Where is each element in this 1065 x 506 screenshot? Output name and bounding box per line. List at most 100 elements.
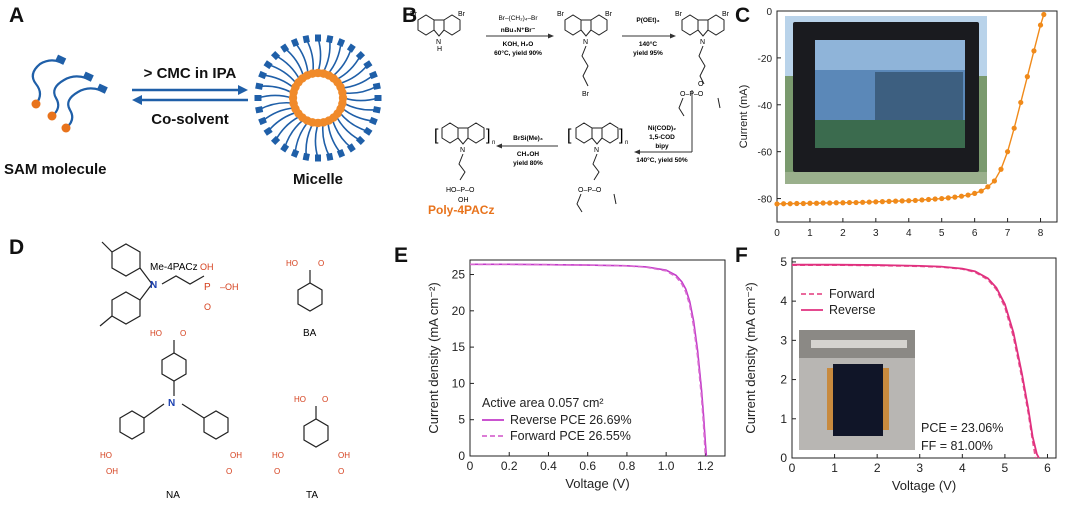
sam-molecules-icon bbox=[31, 54, 108, 133]
iv-data-point bbox=[846, 199, 853, 206]
x-tick-label: 3 bbox=[916, 461, 923, 475]
micelle-icon bbox=[254, 34, 382, 162]
svg-text:O–P–O: O–P–O bbox=[578, 187, 602, 194]
iv-data-point bbox=[840, 200, 846, 206]
svg-text:O: O bbox=[338, 467, 344, 476]
x-tick-label: 1.2 bbox=[697, 459, 714, 473]
reagent2-top: P(OEt)₃ bbox=[636, 17, 659, 24]
series-line-reverse bbox=[470, 263, 708, 457]
y-tick-label: 3 bbox=[780, 333, 787, 347]
x-tick-label: 7 bbox=[1005, 228, 1011, 236]
reagent3-c: bipy bbox=[655, 143, 669, 150]
x-tick-label: 1.0 bbox=[658, 459, 675, 473]
module-photo-icon bbox=[785, 16, 987, 184]
iv-data-point bbox=[787, 201, 793, 207]
svg-text:HO: HO bbox=[150, 329, 162, 338]
svg-text:HO: HO bbox=[286, 259, 298, 268]
iv-data-point bbox=[906, 198, 912, 204]
iv-data-point bbox=[879, 199, 886, 205]
svg-text:Br: Br bbox=[675, 11, 683, 18]
ta-label: TA bbox=[306, 490, 318, 501]
iv-data-point bbox=[1037, 22, 1044, 28]
svg-text:Br: Br bbox=[557, 11, 565, 18]
svg-text:]: ] bbox=[619, 127, 623, 144]
polymer-ester-structure: [ ]n N O–P–O bbox=[567, 122, 628, 213]
reagent1-top: Br–(CH₂)₄–Br bbox=[498, 15, 538, 22]
y-tick-label: -20 bbox=[758, 54, 773, 65]
svg-text:O: O bbox=[322, 395, 328, 404]
arrow-bottom-label: Co-solvent bbox=[151, 111, 229, 128]
svg-text:OH: OH bbox=[230, 451, 242, 460]
svg-text:n: n bbox=[492, 140, 495, 146]
svg-text:n: n bbox=[625, 140, 628, 146]
active-area-annotation: Active area 0.057 cm² bbox=[482, 396, 604, 410]
reagent4-c: yield 80% bbox=[513, 160, 543, 167]
x-tick-label: 5 bbox=[939, 228, 945, 236]
y-tick-label: 20 bbox=[452, 304, 466, 318]
svg-text:OH: OH bbox=[200, 262, 214, 272]
iv-data-point bbox=[952, 194, 958, 200]
ff-annotation: FF = 81.00% bbox=[921, 439, 993, 453]
iv-data-point bbox=[985, 184, 991, 190]
y-axis-label: Current density (mA cm⁻²) bbox=[743, 282, 758, 433]
iv-data-point bbox=[1031, 48, 1037, 54]
x-axis-label: Voltage (V) bbox=[565, 476, 629, 491]
y-tick-label: 10 bbox=[452, 376, 466, 390]
svg-text:HO: HO bbox=[272, 451, 284, 460]
panel-label-b: B bbox=[402, 4, 418, 27]
iv-data-point bbox=[932, 196, 938, 202]
y-tick-label: -80 bbox=[758, 195, 773, 206]
svg-text:O: O bbox=[180, 329, 186, 338]
iv-data-point bbox=[873, 199, 879, 205]
x-tick-label: 2 bbox=[840, 228, 846, 236]
reagent2-cond: 140°C bbox=[639, 40, 657, 48]
iv-data-point bbox=[939, 195, 945, 202]
y-axis-label: Current (mA) bbox=[738, 85, 750, 149]
iv-data-point bbox=[978, 188, 984, 194]
product-label: Poly-4PACz bbox=[428, 203, 494, 217]
y-tick-label: 4 bbox=[780, 294, 787, 308]
svg-text:O: O bbox=[274, 467, 280, 476]
iv-data-point bbox=[820, 200, 826, 206]
x-tick-label: 1 bbox=[807, 228, 813, 236]
svg-text:H: H bbox=[437, 46, 442, 53]
y-tick-label: 5 bbox=[458, 413, 465, 427]
svg-text:Br: Br bbox=[722, 11, 730, 18]
sam-molecule-label: SAM molecule bbox=[4, 161, 107, 178]
x-tick-label: 4 bbox=[906, 228, 912, 236]
y-tick-label: 2 bbox=[780, 373, 787, 387]
iv-data-point bbox=[919, 197, 925, 203]
x-tick-label: 6 bbox=[1044, 461, 1051, 475]
iv-data-point bbox=[1024, 74, 1030, 80]
x-tick-label: 4 bbox=[959, 461, 966, 475]
y-tick-label: 5 bbox=[780, 255, 787, 269]
ba-structure: HO O bbox=[286, 259, 324, 312]
ba-label: BA bbox=[303, 328, 317, 339]
legend-label: Forward bbox=[829, 287, 875, 301]
svg-text:Br: Br bbox=[410, 11, 418, 18]
svg-text:O: O bbox=[698, 81, 704, 88]
iv-data-point bbox=[807, 200, 813, 206]
x-tick-label: 0.4 bbox=[540, 459, 557, 473]
x-tick-label: 0.2 bbox=[501, 459, 518, 473]
x-tick-label: 0.8 bbox=[619, 459, 636, 473]
reagent4-a: BrSi(Me)₃ bbox=[513, 135, 543, 142]
svg-text:N: N bbox=[583, 39, 588, 46]
iv-data-point bbox=[860, 199, 866, 205]
iv-data-point bbox=[853, 199, 859, 206]
iv-data-point bbox=[1011, 125, 1017, 131]
plot-frame bbox=[469, 259, 726, 457]
series-line-forward bbox=[470, 263, 707, 457]
iv-data-point bbox=[774, 201, 780, 207]
reagent1-yield: 60°C, yield 90% bbox=[494, 49, 542, 57]
y-tick-label: 25 bbox=[452, 268, 466, 282]
iv-data-point bbox=[813, 200, 820, 206]
device-photo-icon bbox=[799, 330, 915, 450]
plot-frame bbox=[791, 257, 1057, 459]
